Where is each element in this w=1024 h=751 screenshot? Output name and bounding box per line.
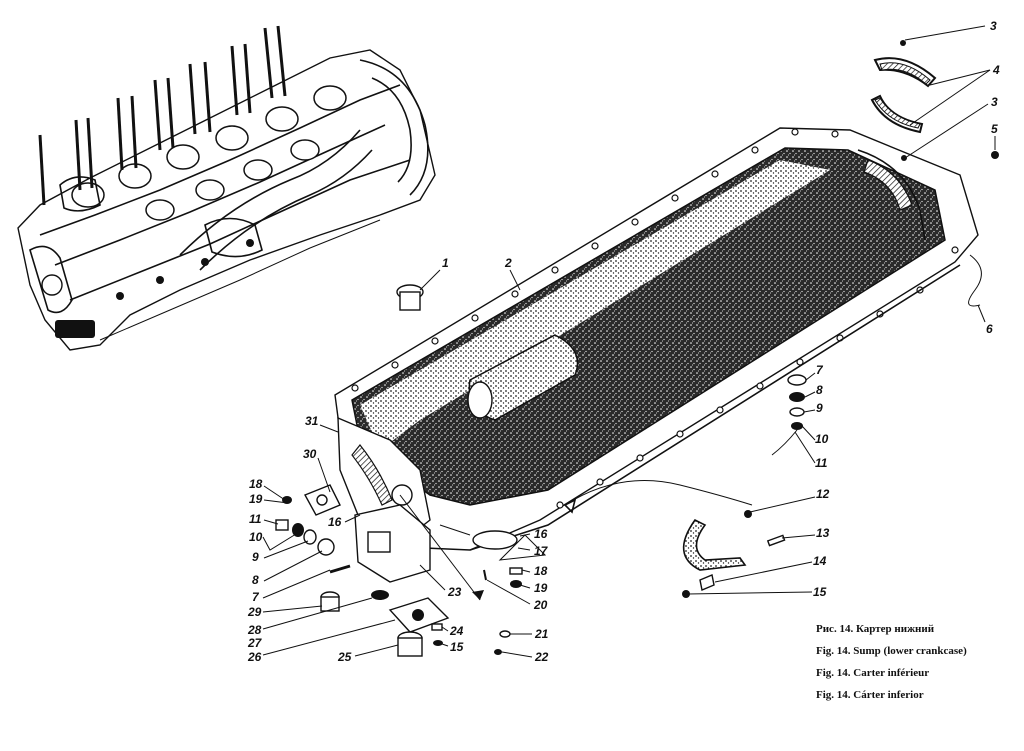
callout-3-top: 3	[990, 19, 997, 33]
callout-8-right: 8	[816, 383, 823, 397]
callout-17: 17	[534, 544, 549, 558]
callout-19-left: 19	[249, 492, 263, 506]
callout-23: 23	[447, 585, 462, 599]
figure-caption: Рис. 14. Картер нижний Fig. 14. Sump (lo…	[816, 618, 1021, 706]
callout-16-right: 16	[534, 527, 548, 541]
callout-11-right: 11	[815, 456, 828, 470]
callout-10-left: 10	[249, 530, 263, 544]
callout-16-left: 16	[328, 515, 342, 529]
callout-11-left: 11	[249, 512, 262, 526]
callout-1: 1	[442, 256, 449, 270]
callout-21: 21	[534, 627, 549, 641]
small-parts	[275, 40, 999, 657]
sump-illustration	[334, 127, 982, 583]
callout-20: 20	[533, 598, 548, 612]
callout-13: 13	[816, 526, 830, 540]
callout-14: 14	[813, 554, 827, 568]
callout-8-left: 8	[252, 573, 259, 587]
callout-3-lower: 3	[991, 95, 998, 109]
callout-12: 12	[816, 487, 830, 501]
callout-2: 2	[504, 256, 512, 270]
caption-spanish: Fig. 14. Cárter inferior	[816, 689, 924, 701]
callout-19-right: 19	[534, 581, 548, 595]
callout-27: 27	[247, 636, 263, 650]
caption-french: Fig. 14. Carter inférieur	[816, 667, 930, 679]
callout-7-right: 7	[816, 363, 824, 377]
caption-english: Fig. 14. Sump (lower crankcase)	[816, 645, 967, 657]
callout-25: 25	[337, 650, 352, 664]
callout-6: 6	[986, 322, 993, 336]
callout-9-left: 9	[252, 550, 259, 564]
callout-18-left: 18	[249, 477, 263, 491]
callout-10-right: 10	[815, 432, 829, 446]
callout-9-right: 9	[816, 401, 823, 415]
callout-15-left: 15	[450, 640, 464, 654]
callout-24: 24	[449, 624, 464, 638]
callout-31: 31	[305, 414, 319, 428]
caption-russian: Рис. 14. Картер нижний	[816, 623, 935, 635]
callout-4: 4	[992, 63, 1000, 77]
callout-labels: 3 4 3 5 6 1 2 7 8 9 10 11 12 13 14 15 31…	[247, 19, 1000, 664]
callout-5: 5	[991, 122, 998, 136]
callout-28: 28	[247, 623, 262, 637]
callout-22: 22	[534, 650, 549, 664]
callout-26: 26	[247, 650, 262, 664]
engine-block-illustration	[17, 25, 436, 351]
callout-18-right: 18	[534, 564, 548, 578]
callout-30: 30	[303, 447, 317, 461]
callout-7-left: 7	[252, 590, 260, 604]
callout-29: 29	[247, 605, 262, 619]
callout-15-right: 15	[813, 585, 827, 599]
leader-lines	[262, 25, 996, 658]
